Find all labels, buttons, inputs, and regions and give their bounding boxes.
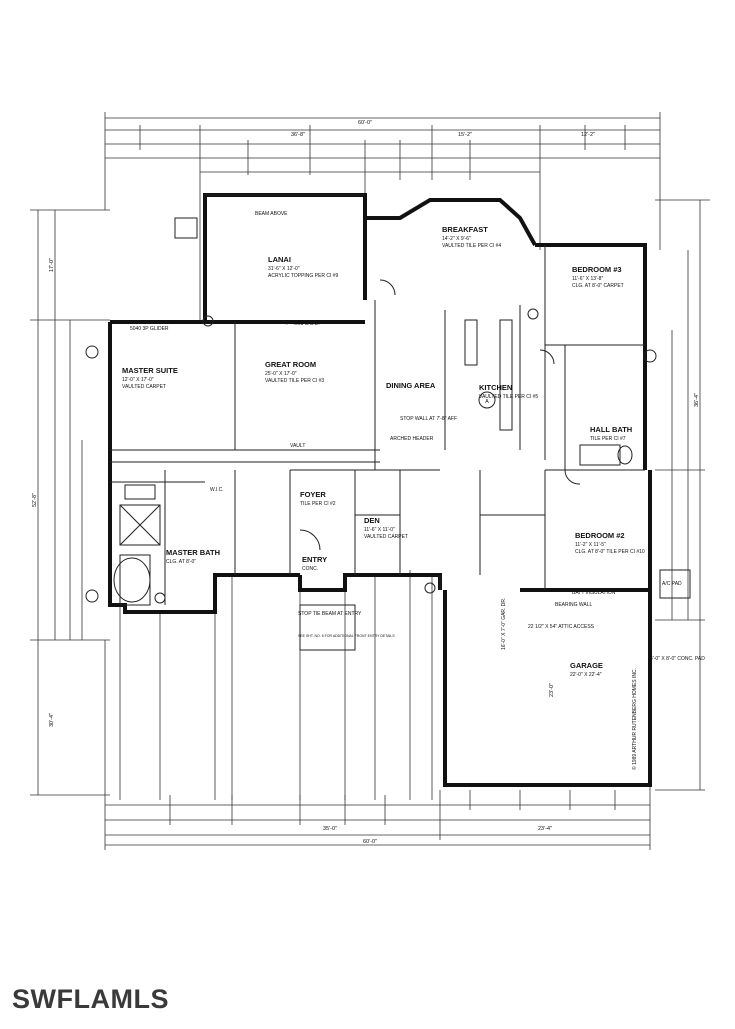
svg-text:BEDROOM #3: BEDROOM #3 [572,265,622,274]
svg-text:VAULTED TILE PER CI #3: VAULTED TILE PER CI #3 [265,378,324,384]
svg-text:VAULTED CARPET: VAULTED CARPET [122,384,166,390]
room-master-bath: MASTER BATH CLG. AT 8'-0" [166,548,220,565]
svg-text:12'-0" X 17'-0": 12'-0" X 17'-0" [122,377,154,383]
note-vault: VAULT [290,443,305,449]
note-bearing-wall: BEARING WALL [555,602,593,608]
note-slider-lanai: 5040 3P GLIDER [130,326,169,332]
dim-left-17: 17'-0" [49,258,55,272]
room-bedroom-3: BEDROOM #3 11'-6" X 13'-8" CLG. AT 8'-0"… [572,265,624,289]
svg-text:DEN: DEN [364,516,380,525]
room-kitchen: KITCHEN VAULTED TILE PER CI #5 [479,383,538,400]
room-den: DEN 11'-6" X 11'-0" VAULTED CARPET [364,516,408,540]
svg-text:TILE PER CI #2: TILE PER CI #2 [300,501,336,507]
room-bedroom-2: BEDROOM #2 11'-2" X 11'-5" CLG. AT 8'-0"… [575,531,645,555]
svg-text:VAULTED TILE PER CI #5: VAULTED TILE PER CI #5 [479,394,538,400]
room-foyer: FOYER TILE PER CI #2 [300,490,336,507]
room-breakfast: BREAKFAST 14'-2" X 9'-6" VAULTED TILE PE… [442,225,501,249]
note-conc-pad: 4'-0" X 8'-0" CONC. PAD [650,656,705,662]
svg-text:CONC.: CONC. [302,566,318,572]
fixtures: A [85,217,691,651]
dim-right-total: 36'-4" [694,393,700,407]
svg-text:ENTRY: ENTRY [302,555,327,564]
svg-text:CLG. AT 8'-0" TILE PER CI #10: CLG. AT 8'-0" TILE PER CI #10 [575,549,645,555]
svg-text:VAULTED TILE PER CI #4: VAULTED TILE PER CI #4 [442,243,501,249]
svg-text:A: A [485,399,489,405]
room-dining: DINING AREA [386,381,436,390]
svg-text:11'-6" X 13'-8": 11'-6" X 13'-8" [572,276,603,282]
svg-text:GARAGE: GARAGE [570,661,603,670]
note-attic: 22 1/2" X 54" ATTIC ACCESS [528,624,595,630]
dim-top-left: 36'-8" [291,132,305,138]
dim-left-total: 52'-8" [32,493,38,507]
svg-text:31'-6" X 12'-0": 31'-6" X 12'-0" [268,266,300,272]
svg-text:MASTER SUITE: MASTER SUITE [122,366,178,375]
room-labels: LANAI 31'-6" X 12'-0" ACRYLIC TOPPING PE… [122,225,682,678]
room-great-room: GREAT ROOM 25'-0" X 17'-0" VAULTED TILE … [265,360,324,384]
svg-text:BREAKFAST: BREAKFAST [442,225,488,234]
note-4068: 4 - 4068 S.G.D. [285,321,320,327]
dim-top-mid: 15'-2" [458,132,472,138]
svg-text:KITCHEN: KITCHEN [479,383,512,392]
note-stop-tie: STOP TIE BEAM AT ENTRY [298,611,362,617]
room-ac-pad: A/C PAD [662,581,682,587]
note-copyright: © 1989 ARTHUR RUTENBERG HOMES INC. [631,668,638,770]
dim-left-30: 30'-4" [49,713,55,727]
svg-text:BEDROOM #2: BEDROOM #2 [575,531,625,540]
svg-text:VAULTED CARPET: VAULTED CARPET [364,534,408,540]
svg-text:HALL BATH: HALL BATH [590,425,632,434]
svg-text:LANAI: LANAI [268,255,291,264]
svg-text:11'-6" X 11'-0": 11'-6" X 11'-0" [364,527,395,533]
room-entry: ENTRY CONC. [302,555,327,572]
svg-text:ACRYLIC TOPPING PER CI #9: ACRYLIC TOPPING PER CI #9 [268,273,339,279]
note-garage-door: 16'-0" X 7'-0" GAR. DR. [501,598,507,650]
svg-text:14'-2" X 9'-6": 14'-2" X 9'-6" [442,236,471,242]
note-stop-wall: STOP WALL AT 7'-8" AFF [400,416,457,422]
dimension-labels: 60'-0" 36'-8" 15'-2" 12'-2" 35'-0" 23'-4… [32,120,700,845]
room-hall-bath: HALL BATH TILE PER CI #7 [590,425,632,442]
room-lanai: LANAI 31'-6" X 12'-0" ACRYLIC TOPPING PE… [268,255,339,279]
svg-text:FOYER: FOYER [300,490,326,499]
svg-text:CLG. AT 8'-0": CLG. AT 8'-0" [166,559,196,565]
interior-walls [110,194,645,605]
svg-text:22'-0" X 22'-4": 22'-0" X 22'-4" [570,672,602,678]
dim-overall-top: 60'-0" [358,120,372,126]
room-wic: W.I.C. [210,487,224,493]
plan-notes: BEAM ABOVE 5040 3P GLIDER 4 - 4068 S.G.D… [130,211,705,770]
note-batt: BATT INSULATION [572,590,616,596]
mls-watermark: SWFLAMLS [12,984,169,1014]
svg-text:GREAT ROOM: GREAT ROOM [265,360,316,369]
dim-overall-bottom: 60'-0" [363,839,377,845]
svg-text:11'-2" X 11'-5": 11'-2" X 11'-5" [575,542,606,548]
room-garage: GARAGE 22'-0" X 22'-4" [570,661,603,678]
dim-garage-depth: 23'-0" [549,683,555,697]
room-master-suite: MASTER SUITE 12'-0" X 17'-0" VAULTED CAR… [122,366,178,390]
svg-text:CLG. AT 8'-0" CARPET: CLG. AT 8'-0" CARPET [572,283,624,289]
svg-text:TILE PER CI #7: TILE PER CI #7 [590,436,626,442]
dim-bottom-left: 35'-0" [323,826,337,832]
svg-text:MASTER BATH: MASTER BATH [166,548,220,557]
exterior-walls [108,193,652,787]
dimension-lines [30,112,710,850]
dim-top-right: 12'-2" [581,132,595,138]
dim-bottom-right: 23'-4" [538,826,552,832]
svg-text:25'-0" X 17'-0": 25'-0" X 17'-0" [265,371,297,377]
note-beam-above: BEAM ABOVE [255,211,288,217]
note-arched-header: ARCHED HEADER [390,436,434,442]
note-see-sht: SEE SHT. NO. 6 FOR ADDITIONAL FRONT ENTR… [298,634,395,638]
